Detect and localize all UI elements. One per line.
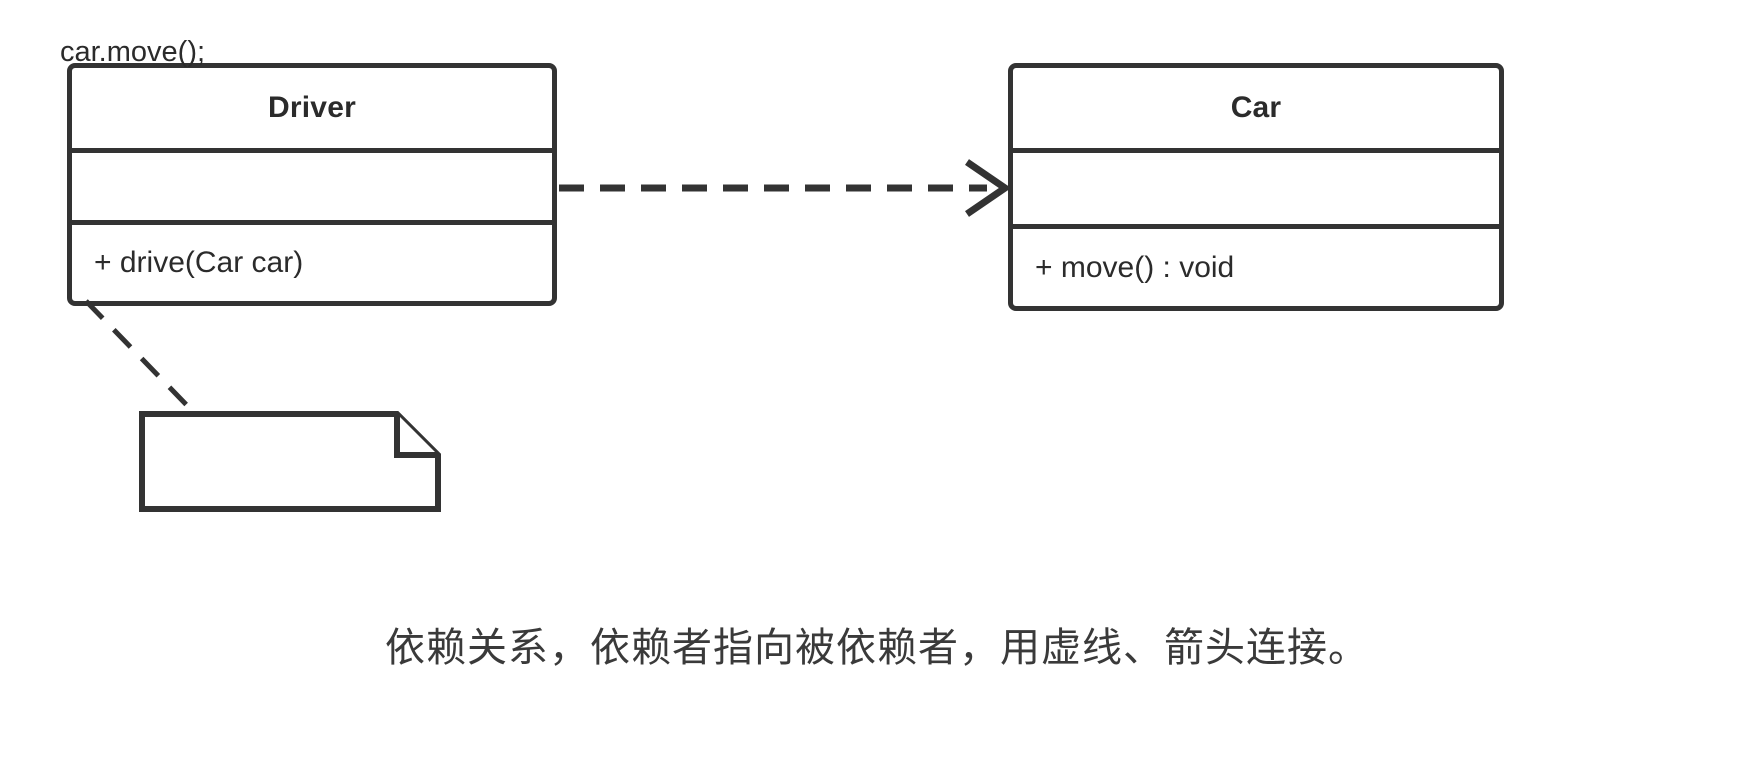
uml-class-driver[interactable]: Driver + drive(Car car)	[67, 63, 557, 306]
uml-class-driver-title: Driver	[72, 68, 552, 153]
uml-class-driver-operation: + drive(Car car)	[94, 246, 304, 279]
uml-class-car-title: Car	[1013, 68, 1499, 153]
uml-class-car[interactable]: Car + move() : void	[1008, 63, 1504, 311]
uml-class-car-attributes	[1013, 153, 1499, 229]
uml-class-car-operation: + move() : void	[1035, 250, 1235, 284]
diagram-caption: 依赖关系，依赖者指向被依赖者，用虚线、箭头连接。	[385, 625, 1369, 671]
note-folded-corner-icon	[394, 414, 438, 458]
dependency-open-arrowhead	[965, 159, 1012, 217]
uml-class-driver-attributes	[72, 153, 552, 225]
note-box[interactable]	[139, 411, 441, 512]
note-text: car.move();	[60, 36, 206, 68]
note-box-outline	[139, 411, 441, 512]
note-anchor-dashed-line	[84, 299, 208, 427]
dependency-arrow-icon[interactable]	[555, 150, 1020, 230]
